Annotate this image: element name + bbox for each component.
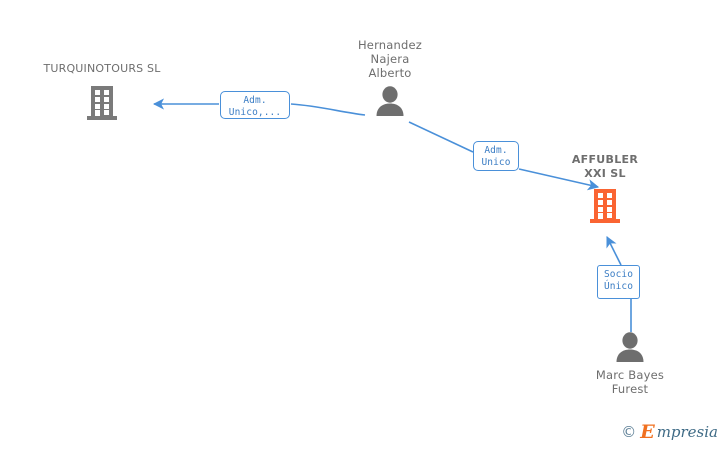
person-icon [616,332,644,362]
node-hernandez-najera-alberto[interactable]: Hernandez Najera Alberto [330,38,450,116]
building-icon [87,86,117,120]
node-marc-bayes-furest[interactable]: Marc Bayes Furest [580,332,680,396]
building-icon [590,189,620,223]
node-marc-label: Marc Bayes Furest [595,368,665,396]
empresia-watermark: © E mpresia [621,423,718,442]
watermark-brand-initial: E [640,421,655,443]
watermark-brand-text: mpresia [656,423,718,441]
edge-label-adm-unico-turquinotours[interactable]: Adm. Unico,... [220,91,290,119]
edge-label-socio-unico[interactable]: Socio Único [597,265,640,299]
node-affubler-label: AFFUBLER XXI SL [571,153,639,180]
node-turquinotours[interactable]: TURQUINOTOURS SL [22,62,182,122]
node-turquinotours-label: TURQUINOTOURS SL [43,62,161,75]
node-affubler-xxi-sl[interactable]: AFFUBLER XXI SL [555,153,655,225]
edge-label-adm-unico-affubler[interactable]: Adm. Unico [473,141,519,171]
copyright-icon: © [621,423,637,441]
person-icon [376,86,404,116]
node-hernandez-label: Hernandez Najera Alberto [357,38,423,80]
